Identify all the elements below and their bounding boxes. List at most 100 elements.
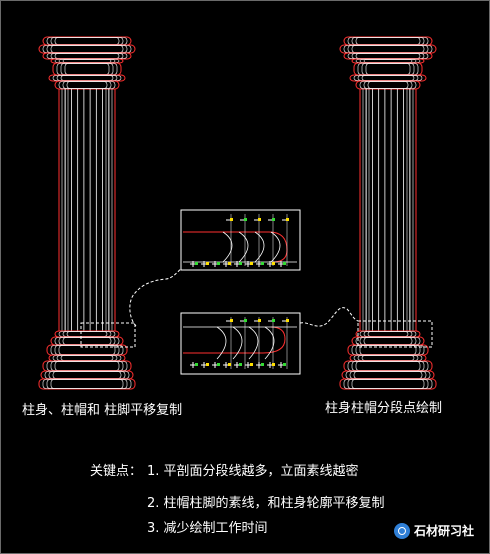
base-ring-outline <box>341 370 435 380</box>
base-ring-contour <box>58 337 116 345</box>
section-arc <box>216 326 227 360</box>
capital-ring-contour <box>46 37 128 45</box>
callout-box-left <box>80 322 136 348</box>
base-ring-contour <box>56 355 118 361</box>
capital-ring-contour <box>46 45 128 53</box>
capital-ring-contour <box>363 81 413 89</box>
capital-ring-contour <box>52 75 122 81</box>
base-ring-contour <box>62 337 112 345</box>
snap-marker-dot <box>195 363 198 366</box>
capital-ring-contour <box>54 59 120 63</box>
capital-ring-contour <box>353 75 423 81</box>
base-ring-contour <box>54 361 120 371</box>
capital-ring-outline <box>355 80 421 90</box>
base-ring-contour <box>363 331 413 337</box>
base-ring-contour <box>359 337 417 345</box>
callout-box-right <box>357 320 433 348</box>
base-ring-contour <box>359 345 417 355</box>
base-ring-contour <box>351 361 425 371</box>
snap-marker-dot <box>283 262 286 265</box>
snap-marker-dot <box>206 363 209 366</box>
snap-marker-dot <box>272 363 275 366</box>
snap-marker-dot <box>228 363 231 366</box>
capital-ring-contour <box>343 45 433 53</box>
capital-ring-contour <box>347 45 429 53</box>
base-ring-outline <box>351 336 425 346</box>
key-point-2: 2. 柱帽柱脚的素线，和柱身轮廓平移复制 <box>147 496 385 511</box>
right-column <box>339 36 437 390</box>
base-ring-contour <box>347 361 429 371</box>
base-ring-contour <box>52 355 122 361</box>
snap-marker-dot <box>195 262 198 265</box>
capital-ring-contour <box>365 63 411 75</box>
snap-marker-dot <box>230 319 233 322</box>
wechat-logo-icon <box>394 522 410 539</box>
base-ring-outline <box>40 370 134 380</box>
capital-ring-contour <box>367 81 409 89</box>
base-ring-contour <box>353 371 423 379</box>
capital-ring-contour <box>355 37 421 45</box>
snap-marker-dot <box>217 262 220 265</box>
capital-ring-contour <box>355 59 421 63</box>
base-ring-contour <box>363 337 413 345</box>
base-ring-outline <box>42 360 132 372</box>
base-ring-outline <box>349 354 427 362</box>
base-ring-contour <box>343 379 433 389</box>
base-ring-contour <box>351 379 425 389</box>
base-ring-contour <box>367 331 409 337</box>
capital-ring-contour <box>357 63 419 75</box>
base-ring-contour <box>48 371 126 379</box>
snap-marker-dot <box>286 319 289 322</box>
capital-ring-contour <box>50 45 124 53</box>
snap-marker-dot <box>258 319 261 322</box>
snap-marker-dot <box>272 262 275 265</box>
capital-ring-outline <box>38 44 136 54</box>
key-points-label: 关键点： <box>90 464 143 479</box>
snap-marker-dot <box>250 363 253 366</box>
capital-ring-contour <box>50 37 124 45</box>
base-ring-contour <box>349 371 427 379</box>
snap-marker-dot <box>239 262 242 265</box>
capital-ring-contour <box>62 81 112 89</box>
base-ring-outline <box>50 336 124 346</box>
capital-ring-contour <box>357 75 419 81</box>
left-column <box>38 36 136 390</box>
base-ring-outline <box>38 378 136 390</box>
section-arc <box>238 231 249 263</box>
base-ring-contour <box>347 379 429 389</box>
capital-ring-contour <box>60 63 114 75</box>
base-ring-contour <box>46 361 128 371</box>
capital-ring-contour <box>363 59 413 63</box>
snap-marker-dot <box>244 319 247 322</box>
capital-ring-contour <box>54 37 120 45</box>
capital-ring-outline <box>52 62 122 76</box>
capital-ring-contour <box>54 53 120 59</box>
capital-ring-contour <box>56 75 118 81</box>
capital-ring-contour <box>56 63 118 75</box>
capital-ring-contour <box>351 53 425 59</box>
capital-ring-contour <box>42 45 132 53</box>
base-ring-contour <box>361 355 415 361</box>
base-ring-contour <box>66 331 108 337</box>
key-point-3: 3. 减少绘制工作时间 <box>147 521 268 536</box>
base-ring-outline <box>48 354 126 362</box>
capital-ring-contour <box>60 75 114 81</box>
capital-ring-contour <box>50 53 124 59</box>
key-point-1: 1. 平剖面分段线越多，立面素线越密 <box>147 464 359 479</box>
capital-ring-contour <box>347 53 429 59</box>
snap-marker-dot <box>250 262 253 265</box>
snap-marker-dot <box>286 218 289 221</box>
callout-leader-right <box>299 307 359 327</box>
base-ring-contour <box>44 371 130 379</box>
snap-marker-dot <box>244 218 247 221</box>
section-arc <box>270 231 281 263</box>
capital-ring-outline <box>339 44 437 54</box>
base-ring-contour <box>345 371 431 379</box>
section-arc <box>264 326 275 360</box>
capital-ring-contour <box>58 59 116 63</box>
snap-marker-dot <box>261 262 264 265</box>
capital-ring-outline <box>48 74 126 82</box>
detail-inset-bottom <box>180 312 301 375</box>
right-column-caption: 柱身柱帽分段点绘制 <box>325 401 443 416</box>
